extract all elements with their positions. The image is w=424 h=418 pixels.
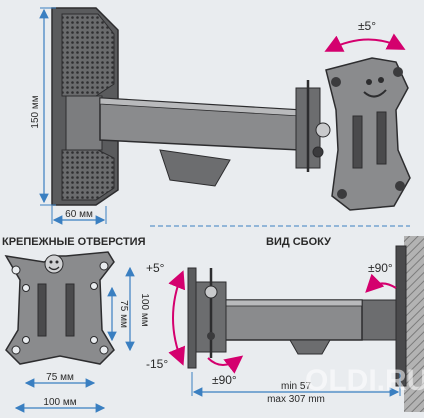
rotate-right-label: ±90°	[368, 261, 393, 275]
side-view-section: ВИД СБОКУ +5° -15° ±90° ±90° min 57 max …	[146, 236, 424, 412]
smiley-mouth	[363, 89, 387, 98]
outer-width-label: 100 мм	[43, 397, 76, 408]
mount-hole	[11, 345, 21, 355]
wall-plate-hinge	[65, 95, 103, 151]
holes-title: КРЕПЕЖНЫЕ ОТВЕРСТИЯ	[2, 236, 146, 248]
rotate-arc-right	[365, 273, 397, 293]
outer-height-label: 100 мм	[139, 293, 150, 326]
mount-hole	[90, 282, 98, 290]
extension-max-label: max 307 mm	[267, 394, 325, 405]
mount-hole	[99, 261, 109, 271]
vesa-slot-left	[352, 115, 363, 169]
width-label: 60 мм	[65, 209, 93, 220]
joint-knob	[315, 122, 331, 138]
side-arm-support	[289, 339, 331, 355]
tilt-down-label: -15°	[146, 357, 168, 371]
smiley-eye	[49, 260, 53, 264]
mount-hole	[99, 345, 109, 355]
joint-bolt	[312, 146, 324, 158]
smiley-face	[44, 254, 64, 274]
tilt-arc	[168, 270, 186, 366]
vesa-hole	[395, 181, 405, 191]
front-slot-right	[65, 283, 75, 337]
height-label: 150 мм	[30, 95, 41, 128]
side-wall-hinge	[359, 299, 397, 341]
wall-plate-vent-top	[61, 13, 115, 97]
side-arm	[219, 299, 363, 341]
vesa-hole	[393, 67, 403, 77]
mount-hole	[90, 336, 98, 344]
inner-width-label: 75 мм	[46, 372, 74, 383]
wall-plate-vent-bottom	[61, 149, 115, 201]
wall	[404, 236, 424, 412]
side-arm-edge	[219, 299, 363, 307]
smiley-mouth	[48, 266, 60, 271]
mount-hole	[22, 336, 30, 344]
mount-hole	[11, 265, 21, 275]
mount-hole	[22, 284, 30, 292]
side-view-title: ВИД СБОКУ	[266, 236, 331, 248]
swivel-arc	[324, 33, 406, 52]
front-slot-left	[37, 283, 47, 337]
side-vesa-plate	[187, 267, 197, 369]
side-joint-knob	[204, 285, 218, 299]
top-mount-illustration: 150 мм 60 мм ±5°	[30, 7, 411, 227]
inner-height-label: 75 мм	[118, 300, 129, 328]
extension-min-label: min 57	[281, 381, 311, 392]
watermark: OLDI.RU	[305, 364, 424, 397]
swivel-angle-label: ±5°	[358, 19, 376, 33]
side-joint-bolt	[207, 332, 215, 340]
rotate-left-label: ±90°	[212, 373, 237, 387]
mounting-holes-section: КРЕПЕЖНЫЕ ОТВЕРСТИЯ 100 мм 75 мм 75 мм 1…	[2, 236, 150, 413]
rotate-arc-left	[207, 355, 244, 374]
smiley-eye	[378, 77, 384, 83]
smiley-eye	[366, 79, 372, 85]
vesa-slot-right	[376, 111, 387, 165]
arm-support	[159, 149, 231, 187]
vesa-plate	[325, 57, 411, 211]
smiley-eye	[55, 260, 59, 264]
vesa-hole	[331, 77, 341, 87]
vesa-hole	[337, 189, 347, 199]
tilt-up-label: +5°	[146, 261, 165, 275]
